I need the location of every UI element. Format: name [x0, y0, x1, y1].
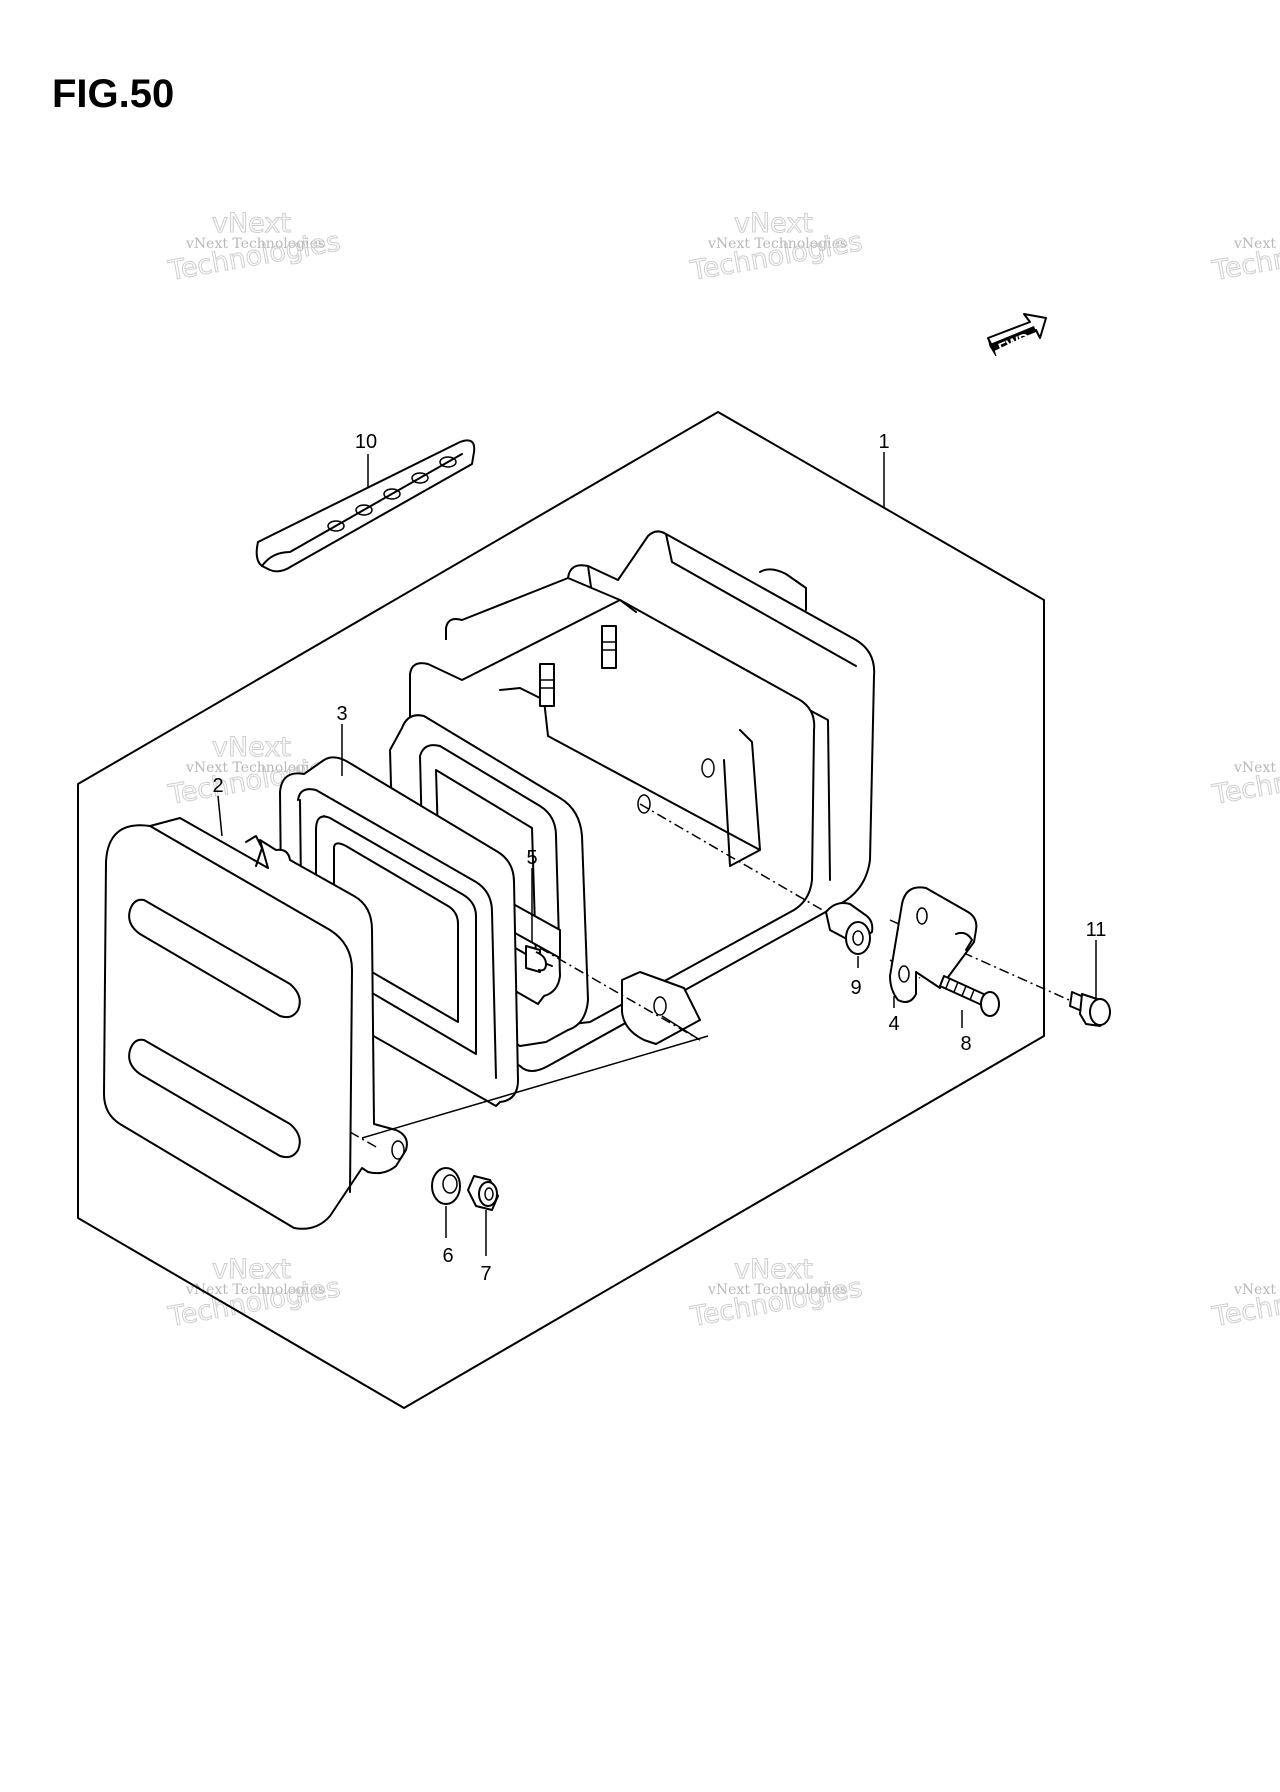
watermark: vNext vNext Technologies Technologies	[687, 208, 865, 288]
watermark-line1: vNext	[212, 1254, 291, 1285]
figure-title: FIG.50	[52, 72, 175, 116]
watermark-line2: vNext Technologies	[1233, 236, 1280, 252]
callout-7: 7	[480, 1263, 491, 1285]
callout-numbers: 1 2 3 4 5 6 7 8 9 10 11	[212, 431, 1106, 1285]
watermark-line2: vNext Technologies	[707, 236, 847, 252]
part-10-mounting-plate	[255, 439, 476, 573]
watermark: vNext vNext Technologies Technologies	[687, 1254, 865, 1334]
part-8-screw	[939, 975, 1000, 1017]
part-6-washer	[431, 1167, 461, 1205]
housing-tabs	[539, 625, 617, 707]
callout-6: 6	[442, 1245, 453, 1267]
watermark-line1: vNext	[734, 208, 813, 239]
watermark-line2: vNext Technologies	[185, 236, 325, 252]
watermark-line1: vNext	[212, 732, 291, 763]
watermark: vNext vNext Technologies Technologies	[165, 208, 343, 288]
watermark-line2: vNext Technologies	[1233, 760, 1280, 776]
watermark: vNext Technologies Technologies	[1209, 750, 1280, 812]
callout-5: 5	[526, 847, 537, 869]
part-11-bolt	[1069, 991, 1111, 1027]
watermark-line2: vNext Technologies	[707, 1282, 847, 1298]
watermark-line1: vNext	[734, 1254, 813, 1285]
watermark: vNext Technologies Technologies	[1209, 1272, 1280, 1334]
part-2-lens	[103, 817, 408, 1230]
callout-leaders	[217, 452, 1097, 1256]
assembly-boundary	[77, 411, 1045, 1409]
callout-4: 4	[888, 1013, 899, 1035]
watermark-line1: vNext	[212, 208, 291, 239]
watermark: vNext Technologies Technologies	[1209, 226, 1280, 288]
callout-2: 2	[212, 775, 223, 797]
callout-9: 9	[850, 977, 861, 999]
callout-10: 10	[355, 431, 377, 453]
part-4-bracket	[889, 886, 978, 1003]
part-5-screw	[525, 945, 553, 973]
part-9-grommet	[825, 902, 874, 955]
callout-1: 1	[878, 431, 889, 453]
fwd-arrow-icon: FWD	[987, 313, 1047, 357]
watermark-line2: vNext Technologies	[1233, 1282, 1280, 1298]
watermark-line2: vNext Technologies	[185, 760, 325, 776]
callout-3: 3	[336, 703, 347, 725]
callout-8: 8	[960, 1033, 971, 1055]
watermark-line2: vNext Technologies	[185, 1282, 325, 1298]
callout-11: 11	[1086, 919, 1107, 941]
part-7-nut	[467, 1175, 499, 1211]
